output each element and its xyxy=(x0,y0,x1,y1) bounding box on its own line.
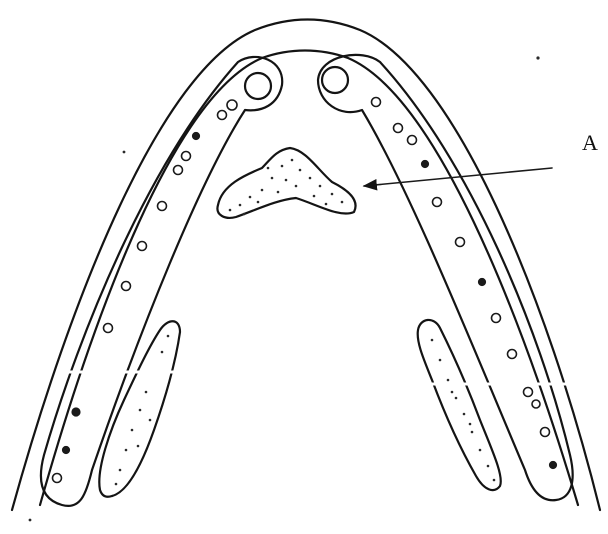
right-stippled-bar xyxy=(418,320,501,490)
left-dental-band xyxy=(41,57,282,506)
central-stippled-structure xyxy=(217,148,355,218)
right-bar-stipple xyxy=(431,339,496,482)
right-dental-band xyxy=(318,55,573,500)
central-stipple-dots xyxy=(229,159,344,216)
inner-arch-outline xyxy=(40,51,578,506)
label-a: A xyxy=(582,130,598,155)
left-incisor-ring xyxy=(245,73,271,99)
right-incisor-ring xyxy=(322,67,348,93)
